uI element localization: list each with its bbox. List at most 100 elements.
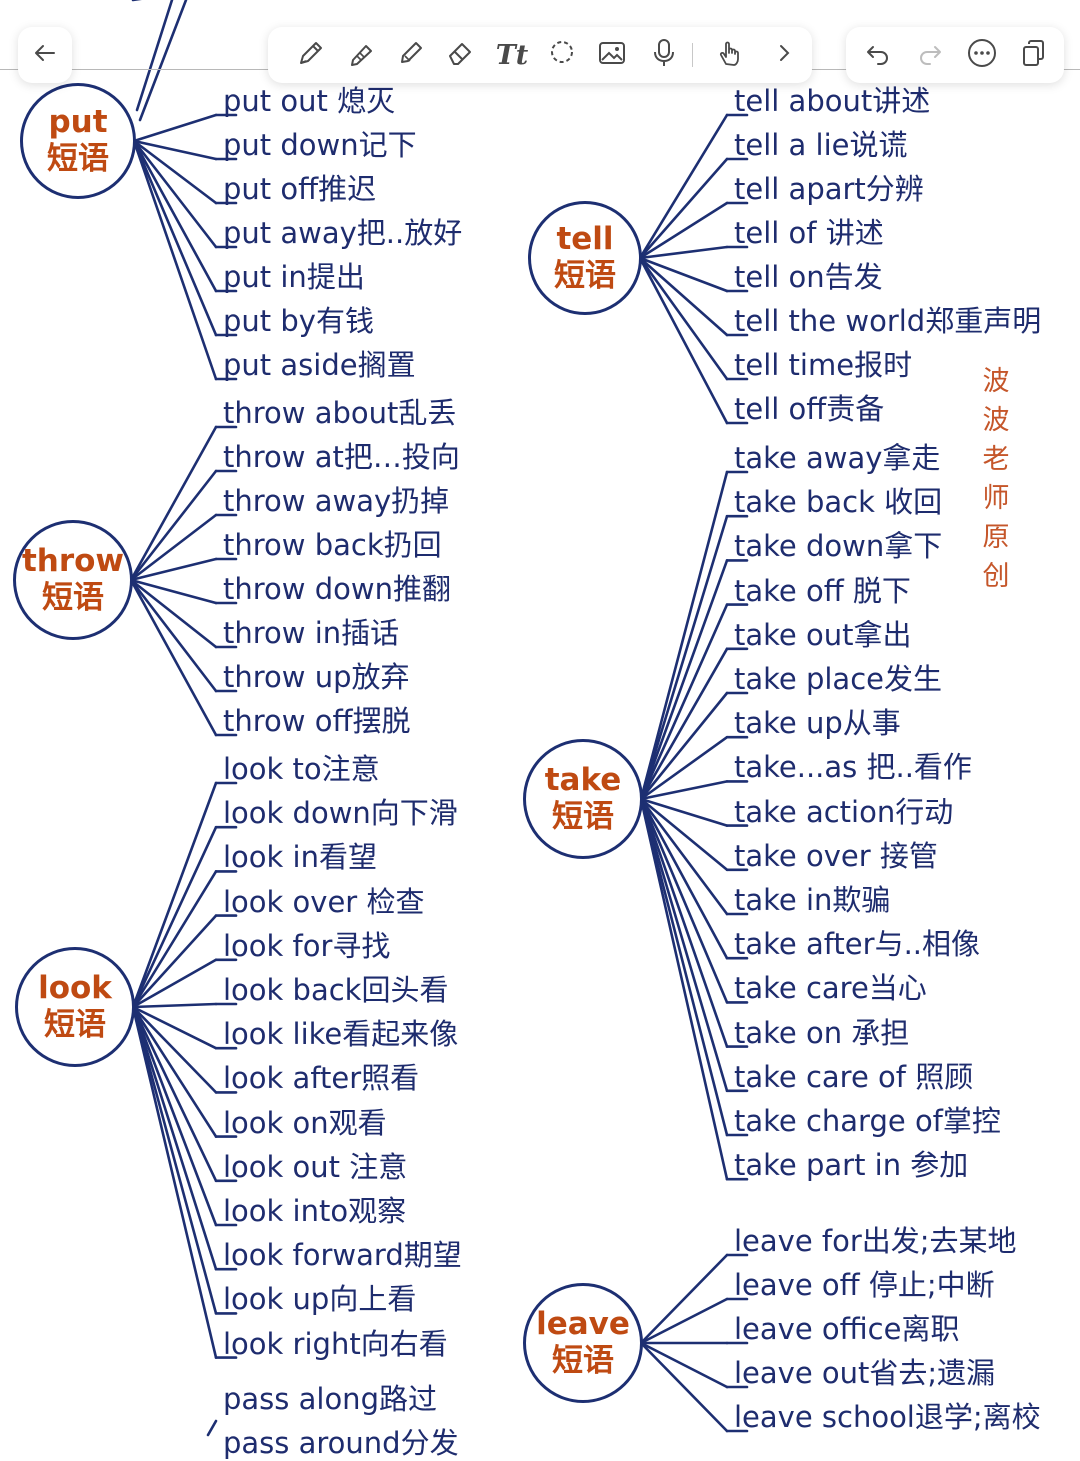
branch-line (638, 256, 729, 381)
hand-pointer-button[interactable] (706, 27, 754, 83)
hand-pointer-icon (713, 36, 747, 74)
phrase-item: take away拿走 (734, 441, 941, 475)
phrase-item: take care of 照顾 (734, 1059, 974, 1094)
eraser-button[interactable] (436, 27, 484, 83)
undo-button[interactable] (854, 27, 902, 83)
branch-line (131, 1005, 218, 1315)
pen-button[interactable] (286, 27, 334, 83)
pencil-icon (393, 36, 427, 74)
image-button[interactable] (588, 27, 636, 83)
branch-line (639, 470, 729, 801)
branch-line (132, 139, 218, 337)
phrase-item: look into观察 (223, 1194, 407, 1228)
document-actions (846, 27, 1064, 83)
branch-line (129, 578, 218, 737)
more-button[interactable] (958, 27, 1006, 83)
branch-line (638, 245, 729, 260)
phrase-item: tell of 讲述 (734, 216, 884, 250)
phrase-item: look back回头看 (223, 973, 449, 1007)
pages-button[interactable] (1009, 27, 1057, 83)
watermark-char: 师 (982, 483, 1010, 514)
redo-button[interactable] (906, 27, 954, 83)
branch-line (132, 139, 218, 161)
branch-line (131, 1005, 218, 1271)
watermark-char: 原 (982, 522, 1010, 553)
branch-line (639, 1341, 729, 1389)
topic-title: tell (556, 220, 614, 257)
phrase-item: pass around分发 (223, 1426, 459, 1460)
branch-line (132, 139, 218, 205)
microphone-button[interactable] (640, 27, 688, 83)
phrase-item: take charge of掌控 (734, 1104, 1001, 1138)
branch-line (131, 1002, 218, 1009)
phrase-item: take out拿出 (734, 617, 912, 652)
phrase-item: look out 注意 (223, 1149, 408, 1184)
microphone-icon (647, 36, 681, 74)
branch-line (639, 603, 729, 801)
branch-line (131, 1005, 218, 1050)
phrase-item: throw away扔掉 (223, 484, 450, 518)
text-tool-button[interactable]: Tt (488, 27, 536, 83)
lasso-button[interactable] (538, 27, 586, 83)
branch-line (131, 1005, 218, 1359)
phrase-item: look like看起来像 (223, 1017, 459, 1052)
branch-line (129, 578, 218, 649)
phrase-item: take after与..相像 (734, 927, 981, 962)
phrase-item: leave off 停止;中断 (734, 1268, 995, 1302)
phrase-item: throw off摆脱 (223, 704, 411, 738)
branch-line (129, 578, 218, 693)
watermark-signature: 波波老师原创 (976, 362, 1016, 596)
phrase-item: take part in 参加 (734, 1148, 969, 1183)
tool-separator (692, 43, 693, 67)
topic-title: leave (536, 1305, 630, 1342)
branch-line (131, 1005, 218, 1227)
branch-line (639, 691, 729, 801)
branch-line (129, 425, 218, 582)
pencil-button[interactable] (386, 27, 434, 83)
branch-line (639, 514, 729, 801)
topic-subtitle: 短语 (42, 580, 104, 616)
branch-line (131, 958, 218, 1009)
watermark-char: 波 (982, 405, 1010, 436)
phrase-item: take place发生 (734, 662, 942, 696)
phrase-item: leave school退学;离校 (734, 1400, 1041, 1434)
phrase-item: look up向上看 (223, 1282, 417, 1317)
branch-line (638, 201, 729, 260)
pages-icon (1018, 38, 1048, 72)
branch-line (131, 1005, 218, 1183)
phrase-item: pass along路过 (223, 1382, 437, 1416)
highlighter-button[interactable] (336, 27, 384, 83)
branch-line (639, 797, 729, 1048)
phrase-item: put in提出 (223, 260, 365, 294)
branch-line (206, 1419, 218, 1437)
branch-line (639, 797, 729, 1004)
watermark-char: 老 (982, 444, 1010, 475)
branch-line (131, 781, 218, 1009)
branch-line (639, 780, 729, 801)
branch-line (638, 157, 729, 260)
phrase-item: take action行动 (734, 794, 954, 829)
branch-line (138, 0, 188, 122)
branch-line (639, 735, 729, 801)
branch-line (639, 797, 729, 1181)
phrase-item: tell apart分辨 (734, 172, 924, 206)
branch-line (132, 139, 218, 293)
branch-line (131, 1005, 218, 1138)
phrase-item: look right向右看 (223, 1326, 448, 1361)
chevron-right-button[interactable] (760, 27, 808, 83)
back-button-container (18, 27, 72, 83)
watermark-char: 波 (982, 366, 1010, 397)
phrase-item: tell on告发 (734, 260, 883, 294)
branch-line (131, 1005, 218, 1094)
phrase-item: put away把..放好 (223, 216, 463, 250)
back-arrow-button[interactable] (21, 27, 69, 83)
phrase-item: look for寻找 (223, 928, 391, 963)
branch-line (135, 0, 174, 112)
branch-line (132, 139, 218, 381)
phrase-item: look on观看 (223, 1105, 387, 1140)
redo-icon (916, 39, 944, 71)
phrase-item: look down向下滑 (223, 796, 458, 831)
phrase-item: look forward期望 (223, 1238, 462, 1273)
